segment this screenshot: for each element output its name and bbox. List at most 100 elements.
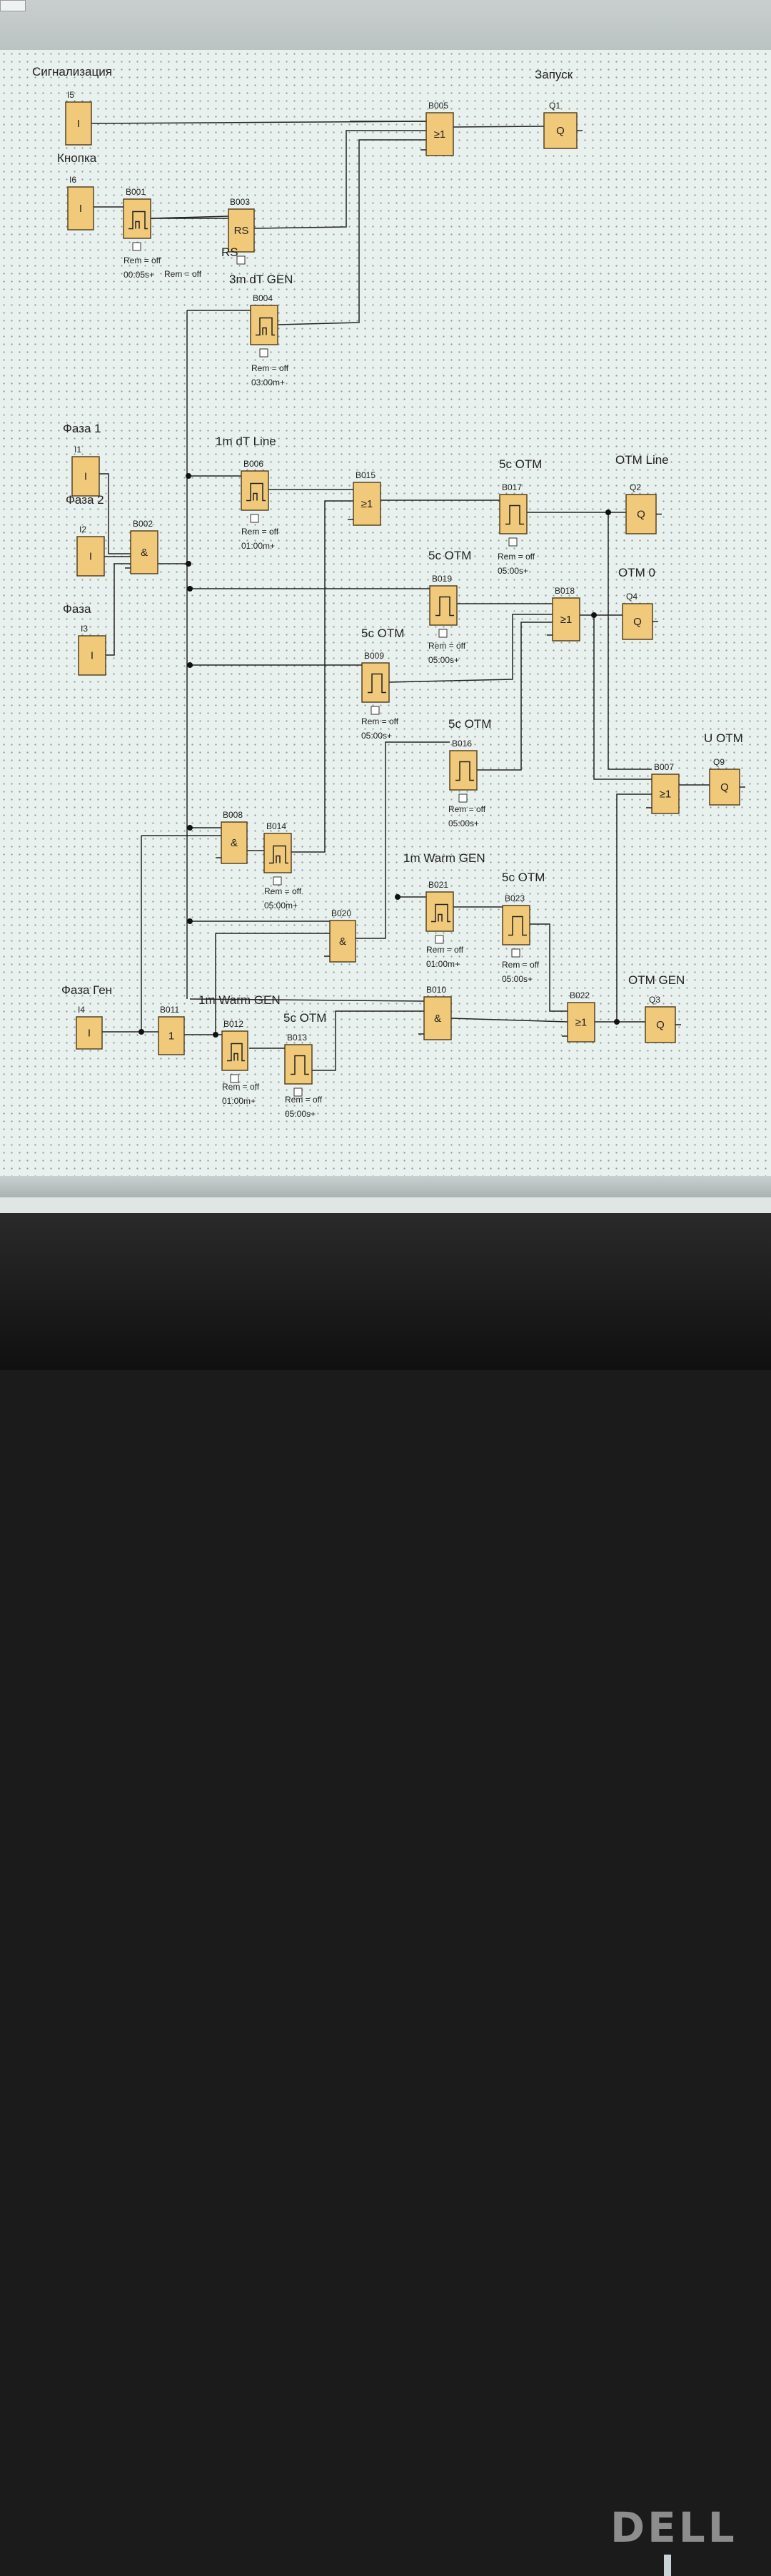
block-b008[interactable] (221, 821, 248, 864)
block-b001[interactable] (123, 198, 151, 239)
expand-icon[interactable] (236, 255, 246, 265)
block-id-label: I2 (79, 524, 86, 534)
block-i3[interactable] (78, 635, 106, 676)
block-q2[interactable] (625, 494, 657, 534)
pulse-timer-icon (438, 913, 443, 922)
block-title: Фаза Ген (61, 983, 112, 997)
block-id-label: B002 (133, 519, 153, 529)
block-symbol: & (434, 1013, 441, 1025)
block-b002[interactable] (130, 530, 158, 574)
block-q4[interactable] (622, 603, 653, 640)
block-b007[interactable] (651, 774, 680, 814)
delay-timer-icon (291, 1055, 309, 1075)
window-tab[interactable] (0, 0, 26, 11)
block-b011[interactable] (158, 1016, 185, 1055)
block-id-label: B004 (253, 293, 273, 303)
block-b022[interactable] (567, 1002, 595, 1043)
expand-icon[interactable] (435, 935, 444, 944)
block-symbol: & (339, 935, 346, 948)
expand-icon[interactable] (511, 948, 520, 958)
block-param: Rem = off (164, 269, 202, 279)
junction-dot (605, 509, 611, 515)
expand-icon[interactable] (250, 514, 259, 523)
pulse-timer-icon (431, 903, 450, 923)
block-id-label: I6 (69, 175, 76, 185)
wire-41 (189, 998, 425, 1002)
expand-icon[interactable] (508, 537, 518, 547)
block-i2[interactable] (76, 536, 105, 577)
block-i6[interactable] (67, 186, 94, 230)
block-id-label: B005 (428, 101, 448, 111)
block-b016[interactable] (449, 750, 478, 791)
block-b023[interactable] (502, 905, 530, 945)
block-id-label: I1 (74, 445, 81, 455)
expand-icon[interactable] (132, 242, 141, 251)
block-q1[interactable] (543, 112, 578, 149)
wire-31 (291, 500, 353, 853)
block-b018[interactable] (552, 597, 580, 642)
block-b009[interactable] (361, 662, 390, 703)
block-i1[interactable] (71, 456, 100, 497)
block-param: Rem = off (241, 527, 279, 537)
block-title: Фаза 1 (63, 422, 101, 435)
block-id-label: B009 (364, 651, 384, 661)
block-b021[interactable] (425, 891, 454, 932)
block-b014[interactable] (263, 833, 292, 873)
block-b010[interactable] (423, 996, 452, 1040)
block-b012[interactable] (221, 1030, 248, 1071)
block-symbol: ≥1 (575, 1017, 588, 1029)
block-title: 5c OTM (448, 717, 491, 731)
block-b019[interactable] (429, 585, 458, 626)
block-symbol: & (231, 837, 238, 849)
block-id-label: B006 (243, 459, 263, 469)
expand-icon[interactable] (438, 629, 448, 638)
block-symbol: Q (656, 1019, 665, 1031)
pulse-timer-icon (253, 492, 258, 501)
block-param: 05:00s+ (361, 731, 392, 741)
block-id-label: B021 (428, 880, 448, 890)
block-i4[interactable] (76, 1016, 103, 1050)
block-param: Rem = off (426, 945, 464, 955)
block-title: Кнопка (57, 151, 97, 165)
block-id-label: B020 (331, 908, 351, 918)
junction-dot (614, 1019, 620, 1025)
block-title: 1m dT Line (216, 435, 276, 448)
block-id-label: B014 (266, 821, 286, 831)
pulse-timer-icon (227, 1043, 245, 1062)
expand-icon[interactable] (371, 706, 380, 715)
block-title: 5c OTM (428, 549, 471, 562)
block-b003[interactable] (228, 208, 255, 253)
block-id-label: Q4 (626, 592, 638, 602)
expand-icon[interactable] (259, 348, 268, 358)
expand-icon[interactable] (230, 1074, 239, 1083)
block-id-label: B017 (502, 482, 522, 492)
delay-timer-icon (508, 916, 527, 936)
block-symbol: ≥1 (560, 614, 573, 626)
block-b005[interactable] (425, 112, 454, 156)
block-symbol: ≥1 (660, 788, 672, 801)
block-b020[interactable] (329, 920, 356, 963)
block-b013[interactable] (284, 1044, 313, 1085)
status-bar (0, 1176, 771, 1197)
block-id-label: B001 (126, 187, 146, 197)
expand-icon[interactable] (273, 876, 282, 886)
block-id-label: B015 (356, 470, 376, 480)
block-b006[interactable] (241, 470, 269, 511)
block-q3[interactable] (645, 1006, 676, 1043)
block-b017[interactable] (499, 494, 528, 534)
block-symbol: I (91, 650, 94, 662)
block-param: 01:00m+ (426, 959, 460, 969)
pulse-timer-icon (256, 317, 275, 336)
block-b015[interactable] (353, 482, 381, 526)
delay-timer-icon (505, 504, 524, 525)
block-b004[interactable] (250, 305, 278, 345)
expand-icon[interactable] (458, 793, 468, 803)
pulse-timer-icon (135, 220, 140, 229)
expand-icon[interactable] (293, 1087, 303, 1097)
block-i5[interactable] (65, 101, 92, 146)
monitor-bezel: DELL (0, 1213, 771, 2576)
block-title: Фаза (63, 602, 91, 616)
block-q9[interactable] (709, 769, 740, 806)
